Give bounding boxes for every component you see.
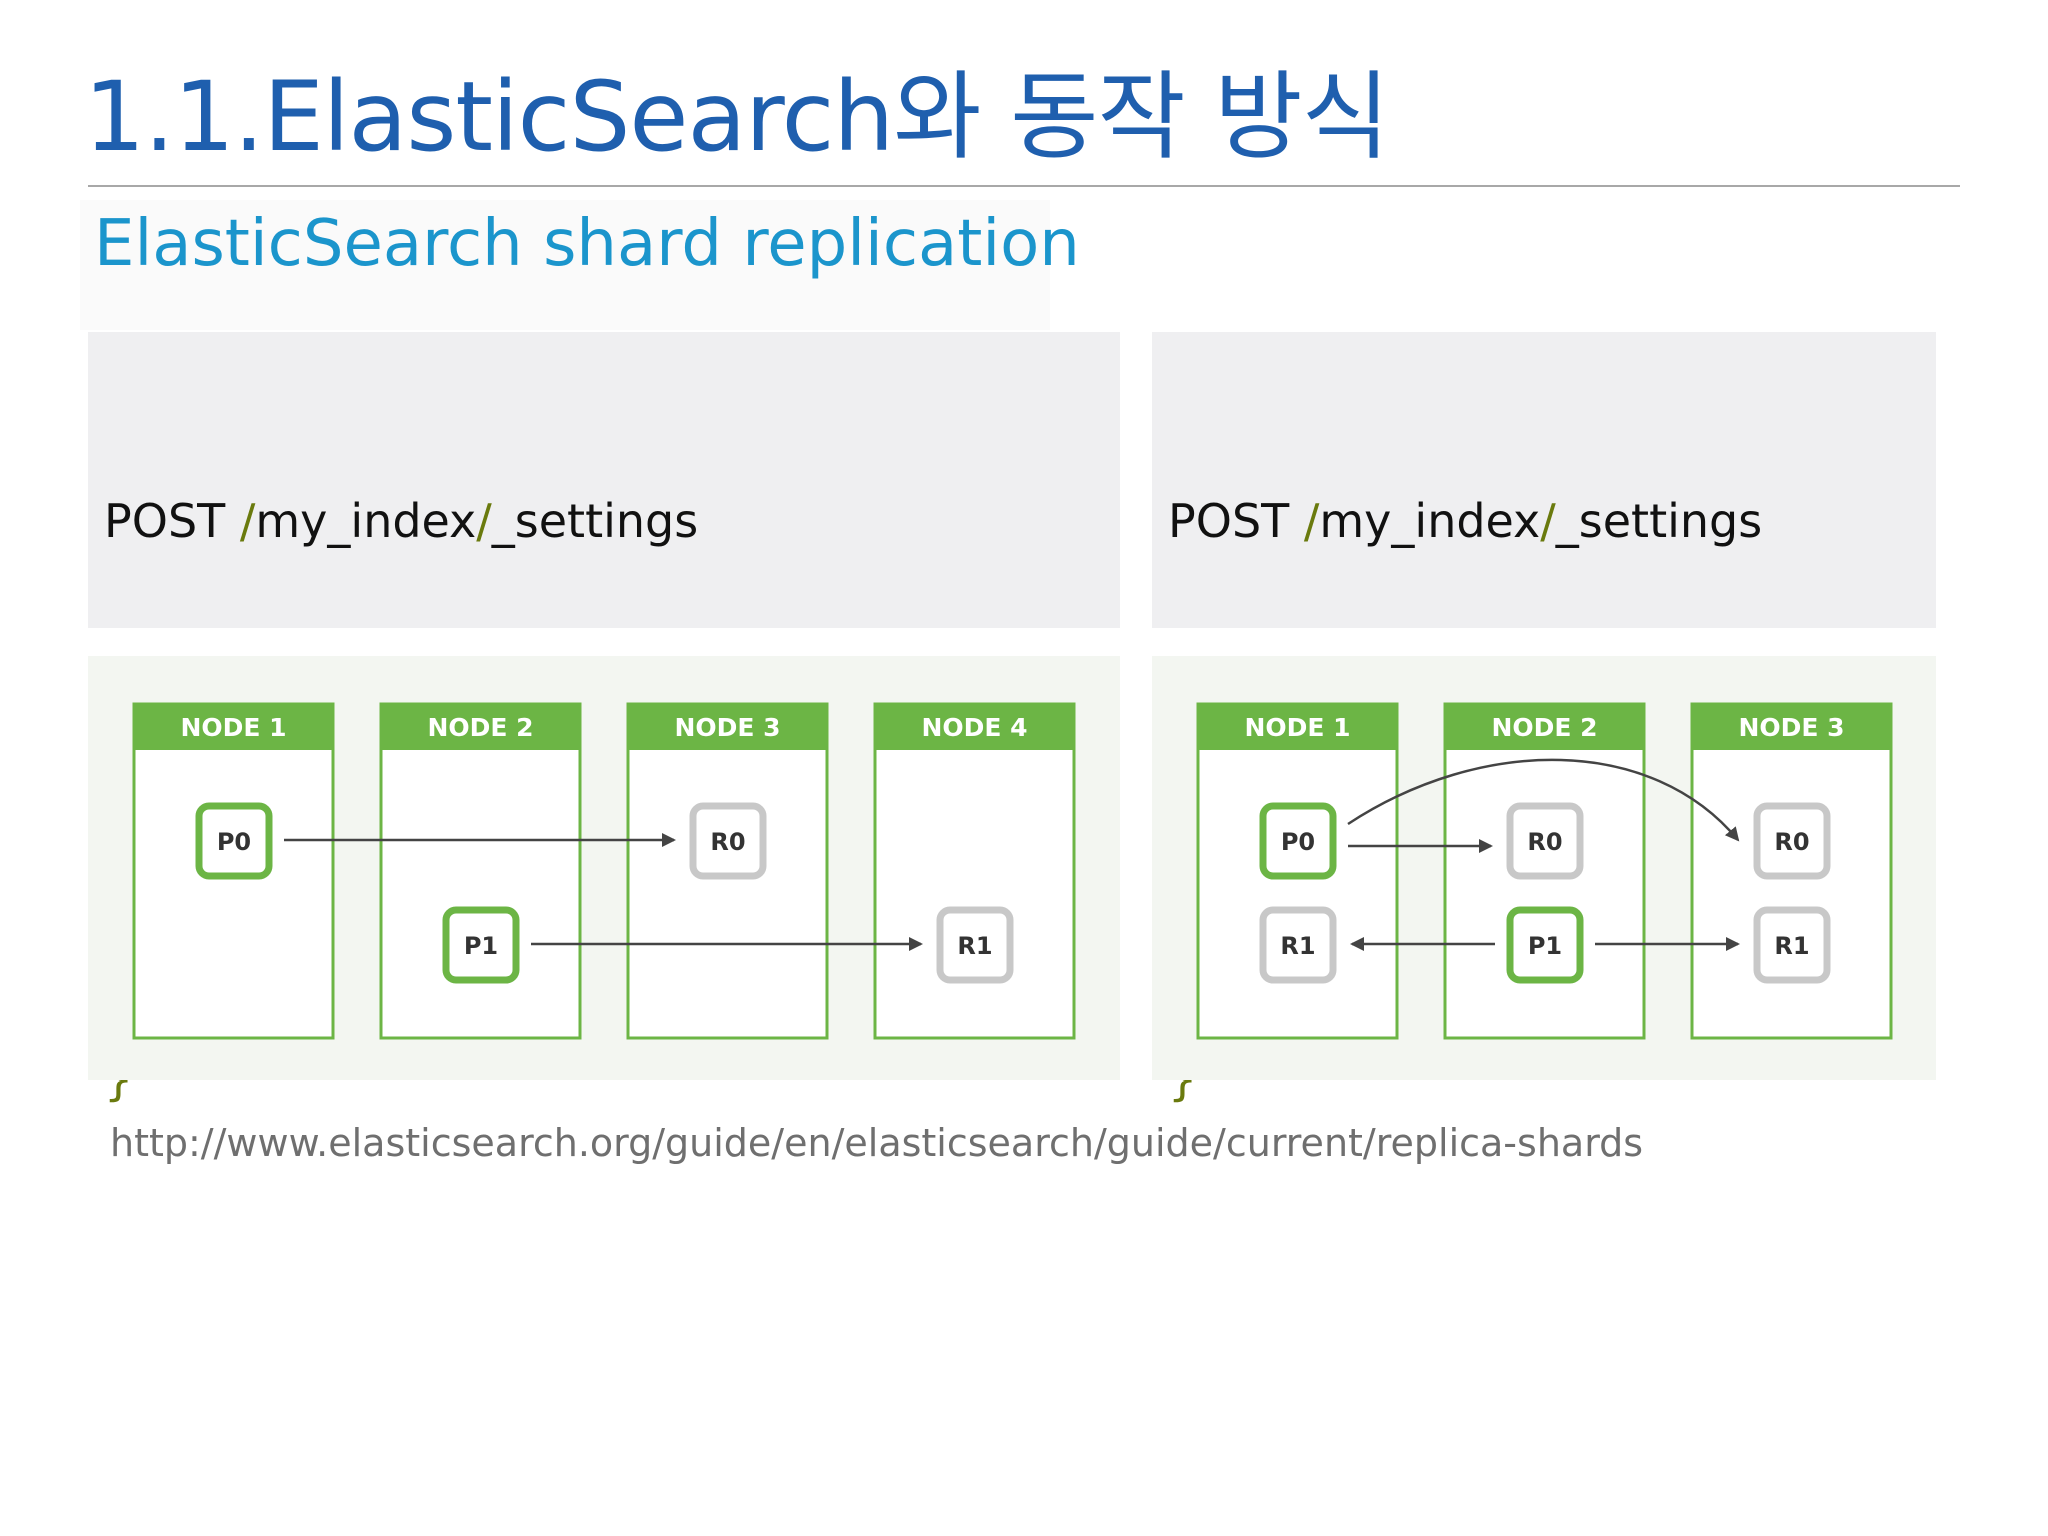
shard-label: R1	[1774, 932, 1809, 960]
shard-label: R0	[710, 828, 745, 856]
shard-label: R0	[1774, 828, 1809, 856]
subtitle-band	[80, 200, 1050, 330]
code-block-replicas-2: POST /my_index/_settings { "number_of_re…	[1152, 332, 1936, 1106]
code-block-replicas-1: POST /my_index/_settings { "number_of_re…	[88, 332, 1120, 1106]
shard-replica: R0	[1506, 802, 1584, 880]
node-title: NODE 1	[1244, 713, 1350, 742]
endpoint-name: _settings	[491, 494, 699, 548]
slide-subtitle: ElasticSearch shard replication	[94, 207, 1080, 281]
code-line-request: POST /my_index/_settings	[104, 490, 698, 552]
shard-replica: R0	[1753, 802, 1831, 880]
index-name: my_index	[1319, 494, 1541, 548]
node-title: NODE 4	[921, 713, 1027, 742]
shard-primary: P0	[195, 802, 273, 880]
shard-replica: R0	[689, 802, 767, 880]
shard-label: R0	[1527, 828, 1562, 856]
code-line-request: POST /my_index/_settings	[1168, 490, 1762, 552]
http-method: POST	[104, 494, 226, 548]
replication-arrow	[1347, 758, 1740, 842]
node-title: NODE 1	[180, 713, 286, 742]
shard-diagram-replicas-1: NODE 1 NODE 2 NODE 3 NODE 4 P0 R0	[88, 656, 1120, 1080]
shard-label: P1	[464, 932, 498, 960]
shard-replica: R1	[1259, 906, 1337, 984]
shard-primary: P1	[1506, 906, 1584, 984]
shard-replica: R1	[936, 906, 1014, 984]
shard-label: P1	[1528, 932, 1562, 960]
cluster-diagram: NODE 1 NODE 2 NODE 3 NODE 4 P0 R0	[132, 702, 1076, 1040]
node-title: NODE 3	[1738, 713, 1844, 742]
endpoint-name: _settings	[1555, 494, 1763, 548]
shard-diagram-replicas-2: NODE 1 NODE 2 NODE 3 P0 R0 R0	[1152, 656, 1936, 1080]
index-name: my_index	[255, 494, 477, 548]
shard-label: P0	[1281, 828, 1315, 856]
http-method: POST	[1168, 494, 1290, 548]
shard-primary: P1	[442, 906, 520, 984]
node-title: NODE 2	[427, 713, 533, 742]
node-3: NODE 3	[1690, 702, 1893, 1040]
title-divider	[88, 185, 1960, 187]
shard-label: R1	[957, 932, 992, 960]
shard-primary: P0	[1259, 802, 1337, 880]
cluster-diagram: NODE 1 NODE 2 NODE 3 P0 R0 R0	[1196, 702, 1893, 1040]
path-slash: /	[476, 494, 492, 548]
node-title: NODE 2	[1491, 713, 1597, 742]
shard-label: P0	[217, 828, 251, 856]
node-title: NODE 3	[674, 713, 780, 742]
shard-label: R1	[1280, 932, 1315, 960]
path-slash: /	[1540, 494, 1556, 548]
node-2: NODE 2	[379, 702, 582, 1040]
shard-replica: R1	[1753, 906, 1831, 984]
path-slash: /	[239, 494, 256, 548]
source-link[interactable]: http://www.elasticsearch.org/guide/en/el…	[110, 1121, 1644, 1165]
node-4: NODE 4	[873, 702, 1076, 1040]
path-slash: /	[1303, 494, 1320, 548]
slide-title: 1.1.ElasticSearch와 동작 방식	[84, 61, 1390, 173]
